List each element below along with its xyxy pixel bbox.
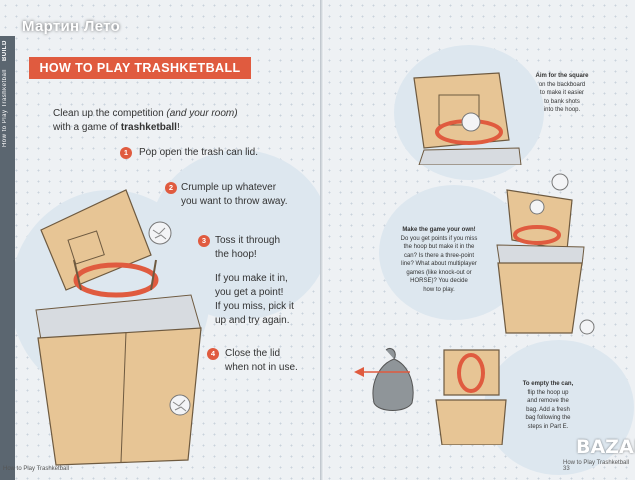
step-3-extra: If you make it in,you get a point! If yo… [215, 273, 294, 326]
trash-can-side-illustration [496, 189, 585, 334]
step-1-text: Pop open the trash can lid. [139, 147, 258, 158]
step-number: 2 [165, 182, 177, 194]
intro-text: Clean up the competition (and your room)… [53, 108, 238, 133]
side-tab [0, 36, 15, 480]
trash-can-illustration [35, 189, 202, 466]
footer-left: How to Play Trashketball [3, 466, 70, 472]
paper-ball-icon [551, 173, 569, 191]
game-note: Make the game your own! Do you get point… [400, 227, 478, 293]
page-title: HOW TO PLAY TRASHKETBALL [29, 57, 251, 79]
paper-ball-icon [579, 319, 595, 335]
paper-ball-icon [148, 221, 172, 245]
footer-right: How to Play Trashketball 33 [563, 460, 630, 472]
step-number: 4 [207, 348, 219, 360]
step-number: 3 [198, 235, 210, 247]
arrow-left-icon [354, 367, 410, 377]
paper-ball-icon [169, 394, 191, 416]
left-page: How to Play Trashketball BUILD HOW TO PL… [0, 0, 322, 480]
background-circle [484, 340, 634, 475]
watermark: Мартин Лето [22, 18, 121, 35]
site-logo: BAZAR [576, 436, 635, 458]
step-number: 1 [120, 147, 132, 159]
hoop-closeup-illustration [413, 72, 522, 165]
book-spine [320, 0, 326, 480]
empty-can-illustration [435, 349, 507, 445]
trash-bag-icon [372, 347, 414, 411]
side-tab-label: How to Play Trashketball BUILD [2, 40, 8, 148]
